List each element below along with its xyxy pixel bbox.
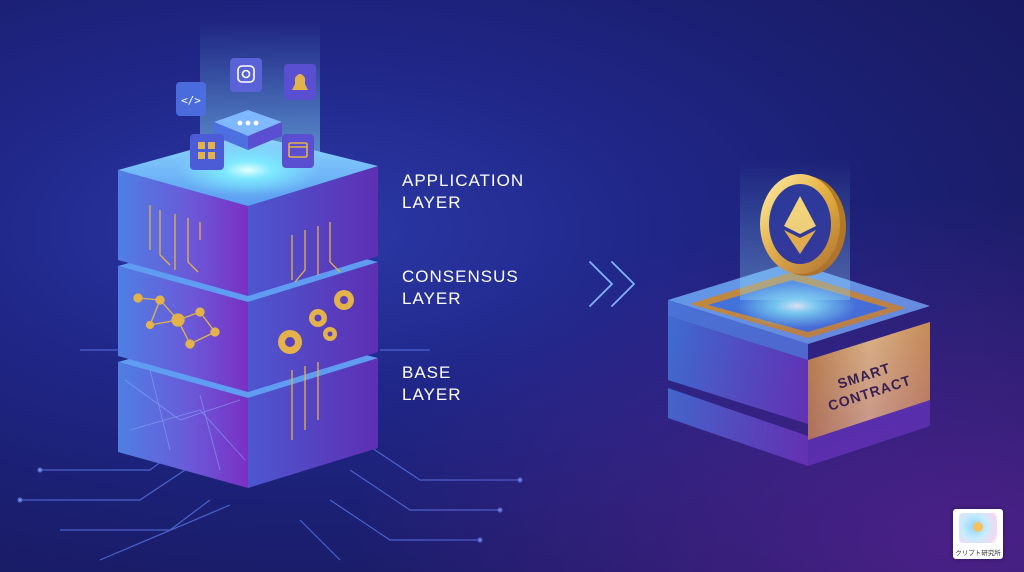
ethereum-icon [784,196,816,254]
application-layer-label: APPLICATION LAYER [402,170,524,214]
browser-icon [282,134,314,168]
watermark-badge: クリプト研究所 [953,509,1003,559]
base-label-line1: BASE [402,363,452,382]
application-label-line2: LAYER [402,193,462,212]
base-layer-label: BASE LAYER [402,362,462,406]
grid-icon [190,134,224,170]
svg-text:</>: </> [181,94,201,107]
consensus-label-line2: LAYER [402,289,462,308]
dots-icon [214,110,282,150]
ethereum-coin [760,174,846,276]
flow-arrow [541,261,635,307]
consensus-label-line1: CONSENSUS [402,267,519,286]
network-icon [133,293,220,349]
consensus-layer-label: CONSENSUS LAYER [402,266,519,310]
bell-icon [284,64,316,100]
gears-icon [278,290,354,354]
badge-caption: クリプト研究所 [955,549,1001,557]
app-icons: </> [176,58,316,170]
base-label-line2: LAYER [402,385,462,404]
circuit-traces [17,349,523,561]
application-label-line1: APPLICATION [402,171,525,190]
camera-icon [230,58,262,92]
code-icon: </> [176,82,206,116]
badge-logo [959,513,997,543]
